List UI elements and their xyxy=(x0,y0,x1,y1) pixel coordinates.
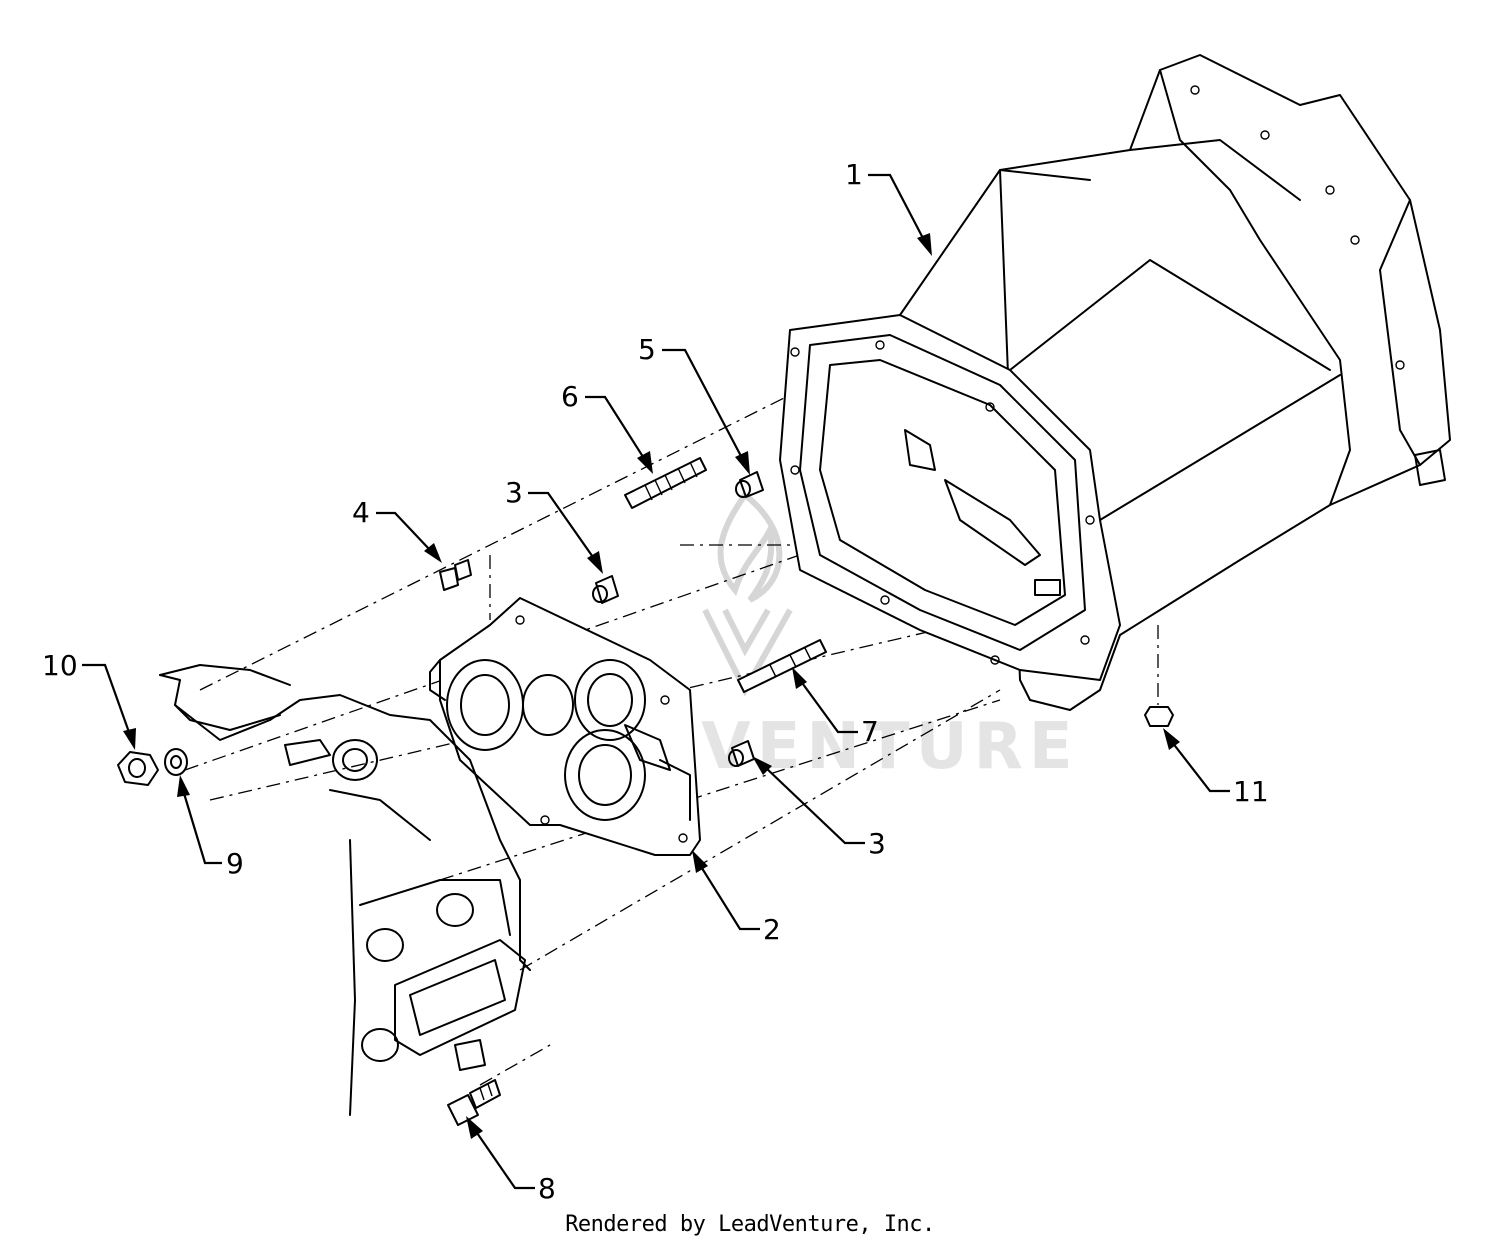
leader-2 xyxy=(699,864,760,931)
callout-10: 10 xyxy=(42,649,78,682)
callout-4: 4 xyxy=(352,496,370,529)
callout-7: 7 xyxy=(861,715,879,748)
render-credit-footer: Rendered by LeadVenture, Inc. xyxy=(565,1212,935,1237)
callout-3-lower: 3 xyxy=(868,827,886,860)
leader-4 xyxy=(376,511,431,551)
bolt-part-8 xyxy=(447,1079,501,1126)
leader-11 xyxy=(1171,741,1230,793)
leader-3-lower xyxy=(764,766,865,845)
adjacent-housing-reference xyxy=(159,664,531,1116)
callout-labels: 1 2 3 3 4 5 6 7 8 9 10 11 xyxy=(42,158,1269,1205)
arrowhead-3-upper xyxy=(587,551,603,574)
leader-6 xyxy=(585,395,646,461)
stud-part-6 xyxy=(624,457,707,509)
arrowhead-5 xyxy=(735,451,750,475)
arrowhead-4 xyxy=(424,543,442,563)
leader-7 xyxy=(799,679,858,734)
callout-1: 1 xyxy=(845,158,863,191)
plug-part-11 xyxy=(1144,706,1174,727)
leader-3-upper xyxy=(528,491,596,561)
arrowhead-7 xyxy=(792,667,807,689)
stud-part-7 xyxy=(737,639,827,693)
housing-part-1 xyxy=(779,54,1451,711)
leader-1 xyxy=(868,173,926,243)
leader-5 xyxy=(662,348,743,459)
callout-11: 11 xyxy=(1233,775,1269,808)
arrowhead-11 xyxy=(1163,728,1180,750)
callout-3-upper: 3 xyxy=(505,476,523,509)
callout-5: 5 xyxy=(638,333,656,366)
arrowhead-6 xyxy=(637,451,653,474)
arrowhead-9 xyxy=(177,775,190,797)
leader-9 xyxy=(181,789,222,865)
leader-lines xyxy=(82,173,1230,1190)
cover-plate-part-2 xyxy=(429,597,701,856)
callout-6: 6 xyxy=(561,380,579,413)
callout-8: 8 xyxy=(538,1172,556,1205)
arrowhead-10 xyxy=(123,728,136,750)
arrowhead-8 xyxy=(466,1116,483,1139)
dowel-pin-part-5 xyxy=(735,471,764,498)
washer-part-9 xyxy=(164,748,188,776)
leader-8 xyxy=(474,1129,535,1190)
callout-9: 9 xyxy=(226,847,244,880)
nut-part-10 xyxy=(117,751,159,786)
arrowhead-1 xyxy=(917,233,932,256)
arrowhead-2 xyxy=(692,850,708,873)
screw-part-4 xyxy=(439,559,472,591)
leader-10 xyxy=(82,663,132,736)
callout-2: 2 xyxy=(763,913,781,946)
arrowhead-3-lower xyxy=(752,756,772,775)
dowel-pin-part-3-upper xyxy=(592,575,619,604)
